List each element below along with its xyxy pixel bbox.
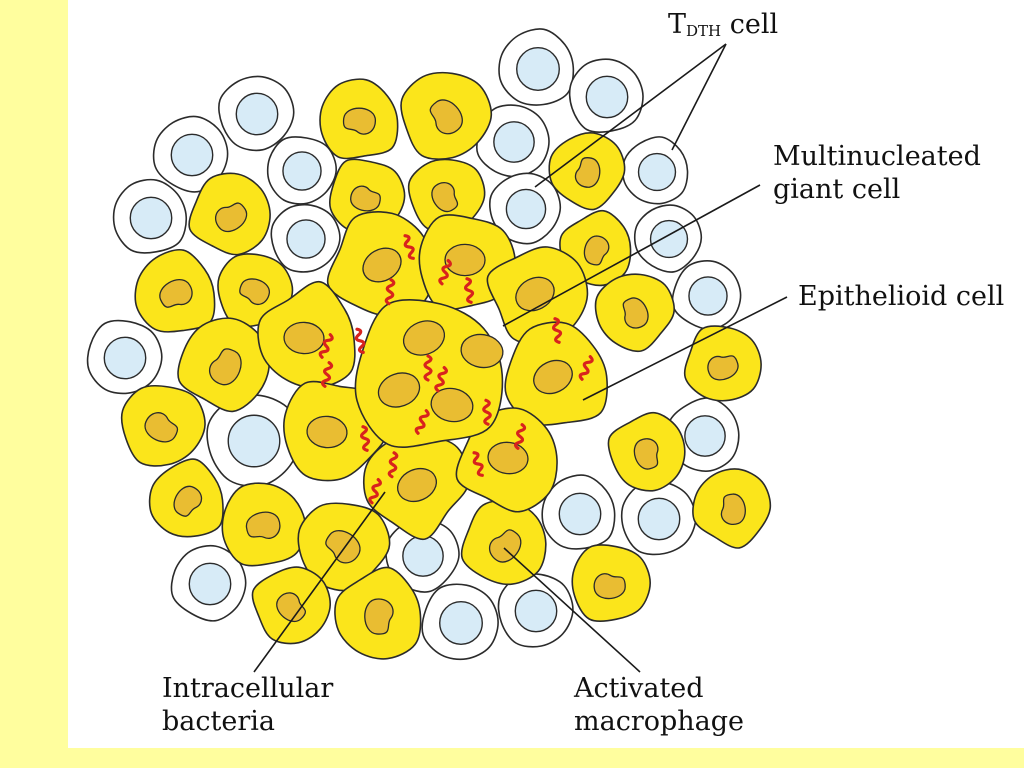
label-multinucleated-giant-cell: Multinucleated giant cell	[773, 141, 981, 205]
macrophage-nucleus	[342, 107, 376, 135]
epithelioid-nucleus	[444, 243, 486, 277]
macrophage-nucleus	[429, 99, 463, 135]
macrophage-nucleus	[208, 348, 242, 386]
bacterium	[403, 234, 415, 260]
epithelioid-nucleus	[283, 321, 325, 355]
lymphocyte-nucleus	[516, 47, 560, 91]
bacterium	[578, 355, 594, 381]
lymphocyte-nucleus	[129, 196, 173, 240]
macrophage-nucleus	[159, 278, 193, 308]
epithelioid-nucleus	[487, 441, 529, 475]
epithelioid-nucleus	[397, 467, 437, 503]
lymphocyte-nucleus	[286, 219, 326, 259]
epithelioid-nucleus	[362, 247, 402, 283]
lymphocyte-nucleus	[637, 152, 677, 192]
lymphocyte-nucleus	[637, 497, 681, 541]
leader-line	[253, 491, 386, 673]
epithelioid-nucleus	[533, 359, 573, 395]
label-activated-macrophage: Activated macrophage	[574, 673, 745, 737]
lymphocyte-nucleus	[188, 562, 232, 606]
macrophage-nucleus	[720, 493, 746, 525]
label-tdth-cell: TDTH cell	[668, 9, 779, 40]
lymphocyte-nucleus	[493, 121, 535, 163]
macrophage-nucleus	[574, 157, 601, 188]
lymphocyte-nucleus	[402, 535, 444, 577]
bacterium	[423, 354, 433, 382]
label-intracellular-bacteria: Intracellular bacteria	[162, 673, 334, 737]
leader-line	[502, 184, 761, 327]
lymphocyte-nucleus	[585, 75, 629, 119]
lymphocyte-nucleus	[439, 601, 483, 645]
bacterium	[414, 409, 430, 435]
bacterium	[513, 423, 527, 450]
macrophage-nucleus	[593, 573, 626, 600]
epithelioid-nucleus	[306, 415, 348, 449]
bacterium	[384, 278, 396, 306]
bacterium	[434, 366, 448, 393]
bacterium	[368, 478, 382, 505]
epithelioid-nucleus	[430, 387, 474, 423]
macrophage-nucleus	[622, 297, 649, 329]
leader-line	[503, 547, 641, 673]
macrophage-nucleus	[707, 355, 739, 381]
bacterium	[359, 425, 371, 452]
epithelioid-nucleus	[460, 333, 504, 369]
bacterium	[463, 277, 475, 304]
macrophage-nucleus	[276, 592, 306, 622]
lymphocyte-nucleus	[688, 276, 728, 316]
macrophage-nucleus	[245, 511, 281, 539]
lymphocyte-nucleus	[235, 92, 279, 136]
lymphocyte-nucleus	[505, 188, 547, 230]
giant-cell-center	[257, 211, 608, 540]
macrophage-nucleus	[173, 485, 203, 517]
bacterium	[354, 327, 366, 354]
macrophage-nucleus	[633, 438, 659, 470]
macrophage-nucleus	[350, 185, 381, 212]
bacterium	[482, 398, 492, 426]
leader-line	[671, 43, 727, 151]
macrophage-nucleus	[583, 235, 610, 266]
epithelioid-nucleus	[402, 320, 446, 356]
lymphocyte-nucleus	[282, 151, 322, 191]
bacterium	[472, 451, 484, 477]
macrophage-nucleus	[239, 278, 271, 306]
epithelioid-nucleus	[377, 372, 421, 408]
leader-line	[534, 43, 727, 188]
lymphocyte-nucleus	[227, 414, 281, 468]
bacteria-layer	[318, 234, 594, 505]
bacterium	[320, 361, 334, 388]
macrophage-nucleus	[431, 182, 459, 213]
label-epithelioid-cell: Epithelioid cell	[798, 281, 1005, 312]
leader-lines	[253, 43, 788, 673]
lymphocyte-nucleus	[558, 492, 602, 536]
lymphocyte-nucleus	[514, 589, 558, 633]
lymphocyte-nucleus	[170, 133, 214, 177]
lymphocyte-nucleus	[649, 219, 689, 259]
macrophage-layer	[120, 71, 772, 660]
bacterium	[551, 317, 563, 344]
macrophage-nucleus	[144, 412, 179, 443]
lymphocyte-nucleus	[684, 415, 726, 457]
macrophage-nucleus	[364, 598, 394, 635]
bacterium	[387, 451, 399, 479]
bacterium	[318, 333, 334, 359]
macrophage-nucleus	[488, 529, 522, 563]
macrophage-nucleus	[214, 202, 248, 232]
bacterium	[438, 259, 452, 286]
lymphocyte-nucleus	[103, 336, 147, 380]
leader-line	[582, 296, 788, 401]
